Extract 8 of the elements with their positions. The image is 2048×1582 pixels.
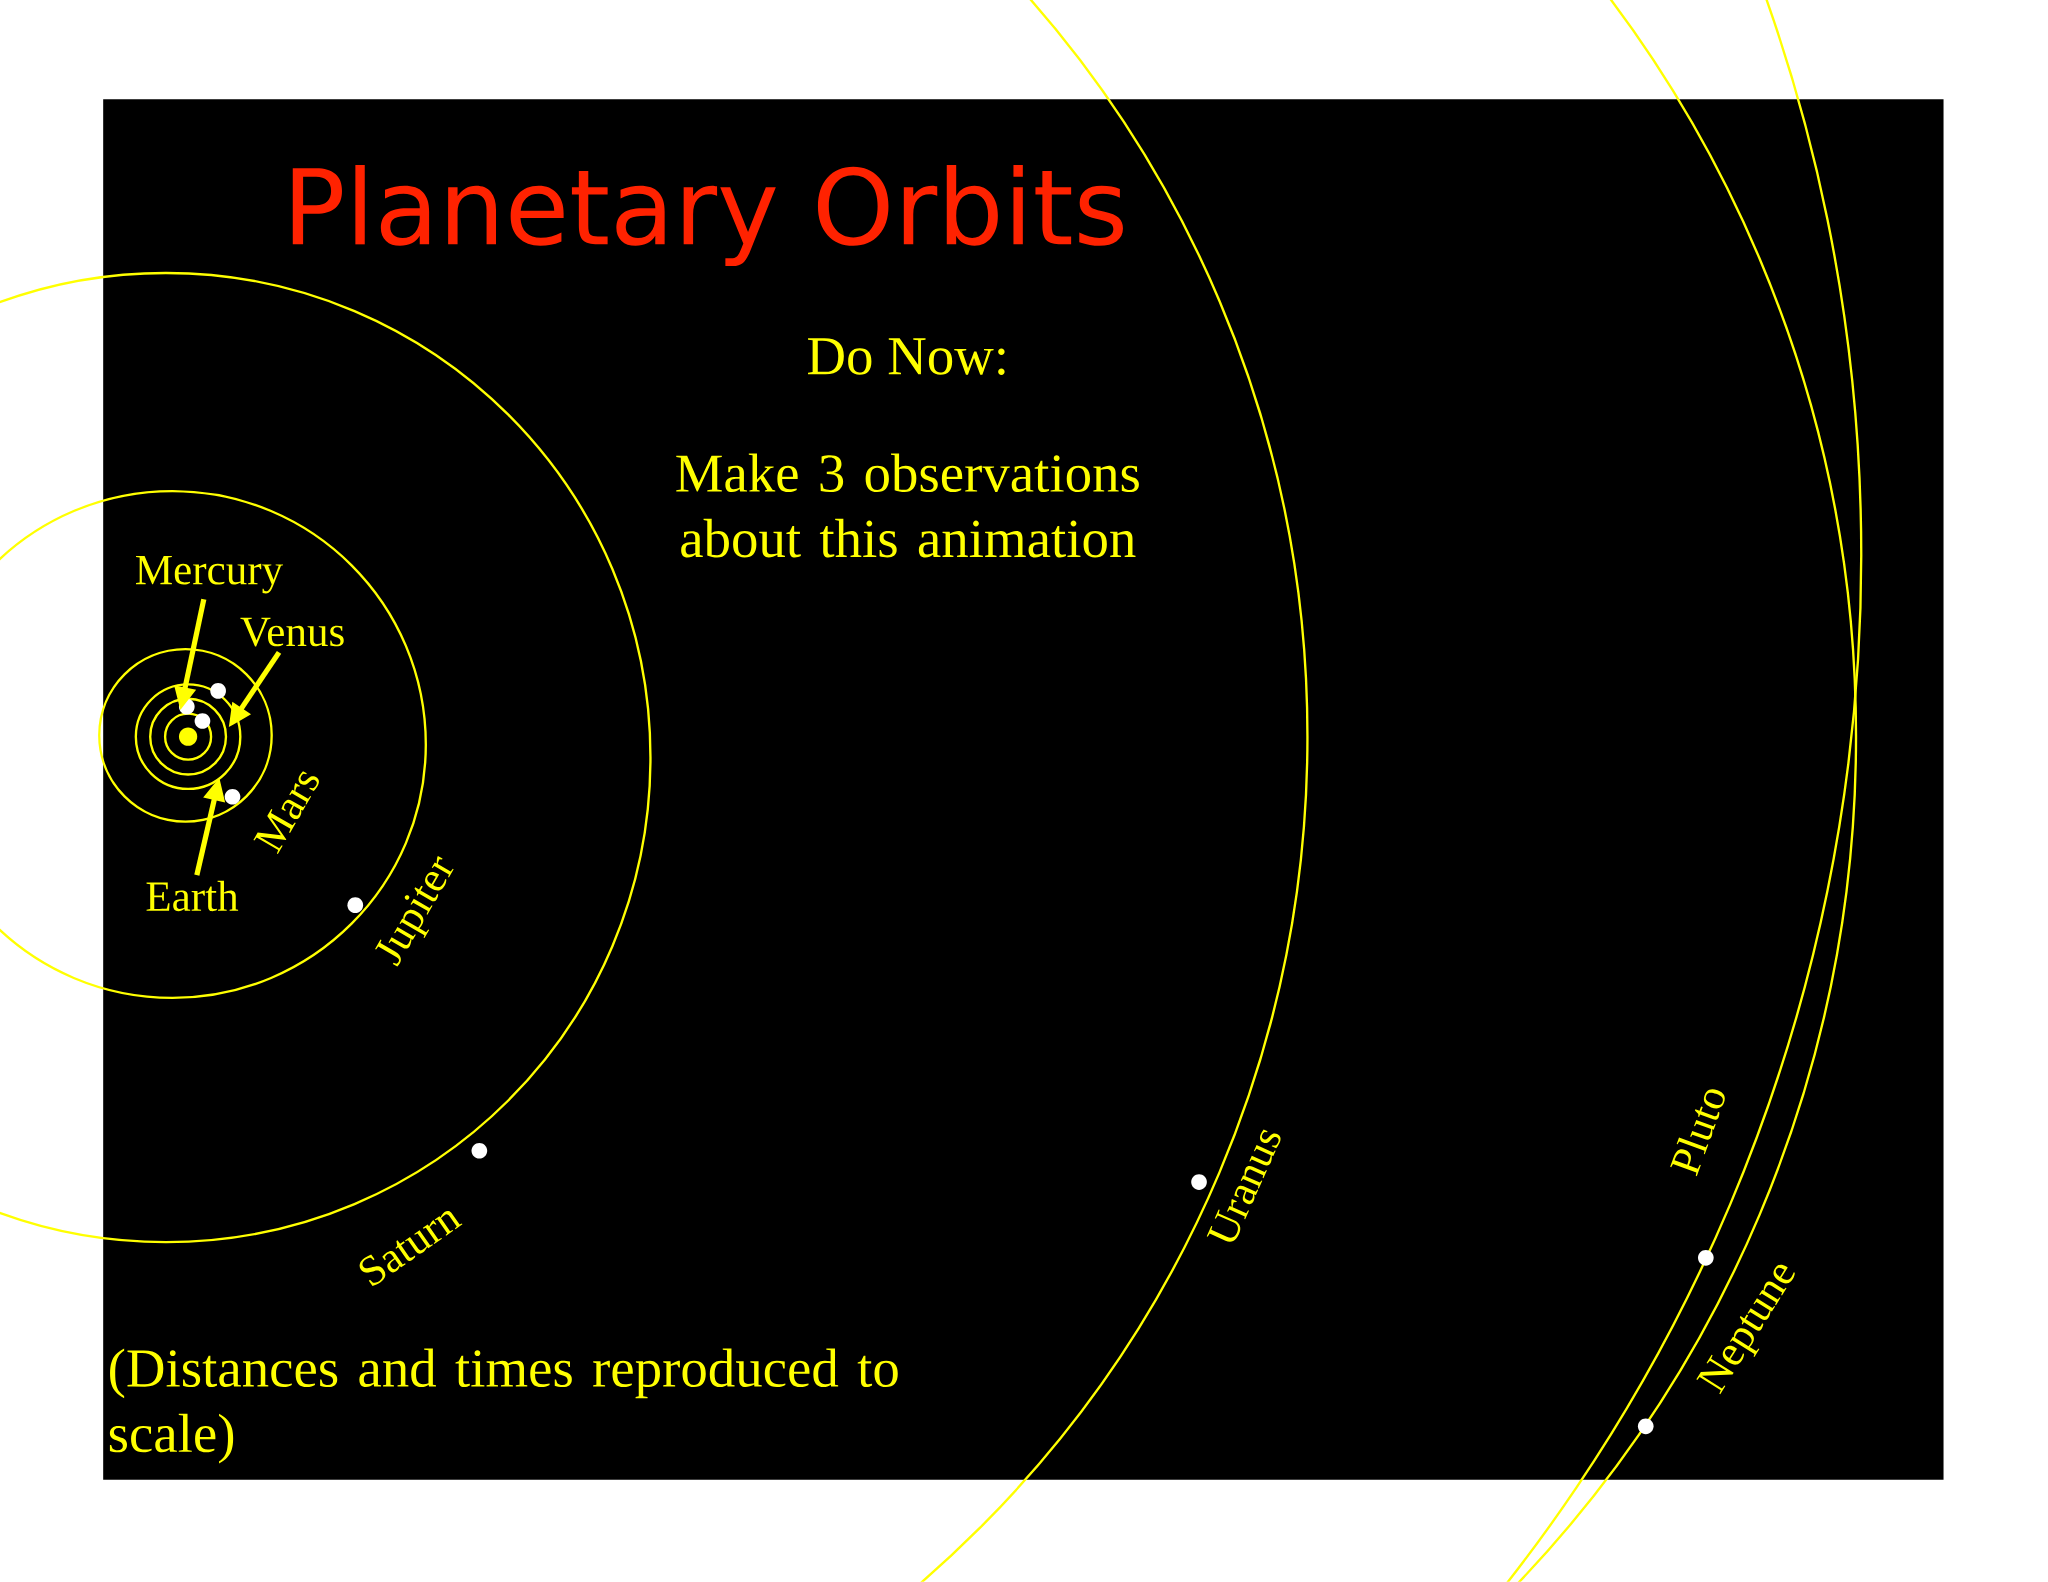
- title: Planetary Orbits: [292, 165, 1123, 267]
- instruction-text: Do Now:: [808, 338, 1005, 376]
- caption: (Distances and times reproduced to scale): [109, 1348, 898, 1464]
- planet-label: Venus: [240, 617, 344, 647]
- planet-label: Mercury: [136, 556, 283, 594]
- planet-label: Pluto: [1670, 1089, 1725, 1177]
- instruction-text: Make 3 observations about this animation: [676, 453, 1139, 558]
- planet-label: Earth: [146, 881, 239, 912]
